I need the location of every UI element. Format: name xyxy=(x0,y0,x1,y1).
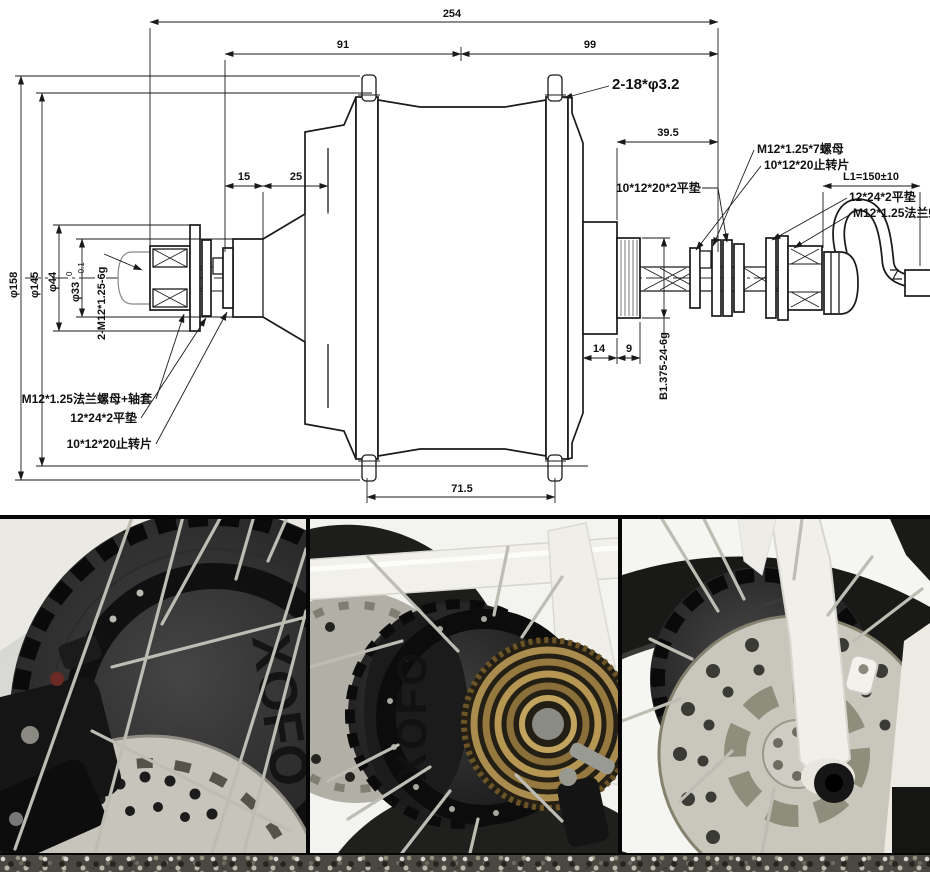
dim-15-25: 15 25 xyxy=(224,171,329,242)
axle-thread-text: 2-M12*1.25-6g xyxy=(96,267,108,340)
spokes xyxy=(622,519,924,853)
dim-d158-text: φ158 xyxy=(8,272,20,298)
chain xyxy=(569,742,615,775)
gravel-ground-strip xyxy=(0,855,930,872)
dim-l1-text: L1=150±10 xyxy=(843,171,899,183)
right-flat-washer-1 xyxy=(711,239,722,317)
right-thin-nut xyxy=(733,243,745,313)
callout-right-flat-washers: 10*12*20*2平垫 xyxy=(616,180,701,195)
label-spoke-holes: 2-18*φ3.2 xyxy=(563,76,679,99)
dim-d145-text: φ145 xyxy=(29,272,41,298)
freewheel-thread-boss xyxy=(616,237,641,319)
fork-mount-tab xyxy=(844,654,879,696)
callout-left-stop-washer: 10*12*20止转片 xyxy=(67,436,152,451)
dim-39-5-text: 39.5 xyxy=(657,127,678,139)
callout-left-flat-washer: 12*24*2平垫 xyxy=(70,410,137,425)
callout-right-nut: M12*1.25*7螺母 xyxy=(757,141,844,156)
lever-head xyxy=(823,251,859,315)
dim-l1: L1=150±10 xyxy=(822,171,921,266)
dim-14-text: 14 xyxy=(593,343,606,355)
right-hardware-stack xyxy=(689,235,823,321)
callout-right-stop-washer: 10*12*20止转片 xyxy=(764,157,849,172)
freewheel-cassette xyxy=(461,637,618,811)
spoke-holes-text: 2-18*φ3.2 xyxy=(612,76,679,93)
dim-d145: φ145 xyxy=(29,92,588,467)
dim-71-5-text: 71.5 xyxy=(451,483,472,495)
dark-object-top-right xyxy=(890,519,930,581)
callout-skewer-nut: M12*1.25法兰螺母 xyxy=(853,205,930,220)
left-hardware-stack xyxy=(117,224,234,332)
divider-top xyxy=(0,515,930,519)
left-stop-tab xyxy=(212,257,224,275)
photo-rear-hub-disc-side: XOFO xyxy=(0,519,306,853)
dim-d33-tol-top: 0 xyxy=(65,271,74,276)
right-stop-tab xyxy=(699,250,712,269)
brake-caliper xyxy=(0,634,122,853)
photo-rear-hub-freewheel-side: XOFO xyxy=(310,519,618,853)
photo-front-hub-fork-side xyxy=(622,519,930,853)
hub-logo-embossed: XOFO xyxy=(388,650,435,781)
caliper-dark xyxy=(892,787,930,853)
dim-d33: φ33 0 -0.1 xyxy=(65,238,234,318)
callouts-right: M12*1.25*7螺母 10*12*20止转片 10*12*20*2平垫 12… xyxy=(616,141,930,251)
dim-254-text: 254 xyxy=(443,8,462,20)
product-photos-row: XOFO xyxy=(0,519,930,853)
cable-connector xyxy=(904,269,930,297)
dim-91-text: 91 xyxy=(337,39,349,51)
dim-25-text: 25 xyxy=(290,171,302,183)
skewer-flange-nut xyxy=(787,245,823,311)
dim-d44-text: φ44 xyxy=(47,271,59,292)
right-flat-washer-2 xyxy=(722,239,733,317)
callout-skewer-washer: 12*24*2平垫 xyxy=(849,189,916,204)
dim-15-text: 15 xyxy=(238,171,250,183)
right-stop-washer xyxy=(689,247,701,309)
dim-d33-text: φ33 xyxy=(70,282,82,302)
skewer-flat-washer xyxy=(765,237,777,319)
rotor-holes xyxy=(311,622,355,782)
lever-and-cable xyxy=(823,198,930,315)
freewheel-thread-text: B1.375-24-6g xyxy=(658,332,670,400)
motor-body xyxy=(232,74,641,482)
right-spoke-flange xyxy=(545,96,569,460)
callout-left-flange-nut: M12*1.25法兰螺母+轴套 xyxy=(22,391,153,406)
dim-91-99: 91 99 xyxy=(224,39,719,252)
dim-d44: φ44 xyxy=(47,224,198,332)
label-freewheel-thread: B1.375-24-6g xyxy=(642,237,670,400)
dim-d158: φ158 xyxy=(8,75,360,481)
dim-254: 254 xyxy=(149,8,719,256)
left-stop-washer xyxy=(222,247,234,309)
derailleur xyxy=(557,768,609,847)
dim-99-text: 99 xyxy=(584,39,596,51)
callouts-left: M12*1.25法兰螺母+轴套 12*24*2平垫 10*12*20止转片 xyxy=(22,311,228,451)
spokes xyxy=(310,545,564,853)
motor-drum xyxy=(377,98,547,458)
spokes xyxy=(13,519,306,853)
left-flat-washer xyxy=(201,239,212,317)
rotor-holes xyxy=(94,771,218,822)
divider-bottom xyxy=(0,853,930,855)
dim-71-5: 71.5 xyxy=(366,478,556,503)
dim-14-9: 14 9 xyxy=(582,322,641,364)
dim-39-5: 39.5 xyxy=(616,127,719,220)
fork-leg xyxy=(737,519,879,803)
brake-mount-ring xyxy=(582,221,618,335)
dim-9-text: 9 xyxy=(626,343,632,355)
hub-motor-technical-drawing: 254 91 99 15 25 39.5 71.5 14 9 xyxy=(8,8,930,503)
label-axle-thread: 2-M12*1.25-6g xyxy=(96,253,143,340)
drawing-svg: 254 91 99 15 25 39.5 71.5 14 9 xyxy=(8,8,930,503)
dim-d33-tol-bottom: -0.1 xyxy=(77,262,86,276)
left-spoke-flange xyxy=(355,96,379,460)
caliper-red-detail xyxy=(50,672,64,686)
